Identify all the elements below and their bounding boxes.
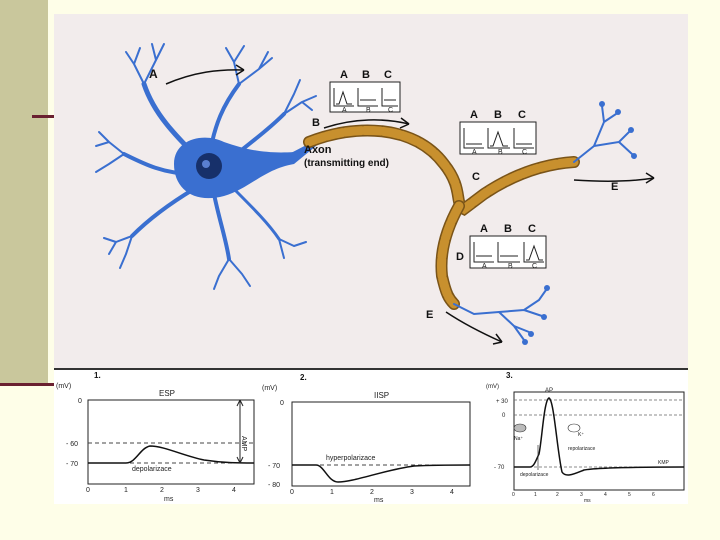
arrow-a bbox=[166, 70, 244, 84]
svg-text:- 60: - 60 bbox=[66, 441, 78, 448]
recording-inset-1: A B C A B C bbox=[330, 69, 400, 114]
label-b: B bbox=[312, 117, 320, 129]
axon bbox=[309, 130, 574, 304]
graph-3-unit: (mV) bbox=[486, 384, 499, 390]
graph-2-annotation: hyperpolarizace bbox=[326, 455, 376, 462]
svg-text:1: 1 bbox=[124, 487, 128, 494]
svg-text:C: C bbox=[528, 223, 536, 235]
k-channel bbox=[568, 424, 580, 432]
graph-1-number: 1. bbox=[94, 371, 101, 380]
svg-text:5: 5 bbox=[628, 492, 631, 498]
svg-text:- 70: - 70 bbox=[66, 461, 78, 468]
svg-text:0: 0 bbox=[290, 489, 294, 496]
svg-text:Na⁺: Na⁺ bbox=[514, 436, 523, 442]
graph-1-amp: AMP bbox=[240, 436, 247, 452]
graph-3-number: 3. bbox=[506, 371, 513, 380]
svg-text:A: A bbox=[480, 223, 488, 235]
accent-line-bottom bbox=[0, 383, 54, 386]
svg-text:A: A bbox=[342, 107, 347, 114]
label-e-bottom: E bbox=[426, 309, 433, 321]
svg-text:C: C bbox=[384, 69, 392, 81]
depol-label: depolarizace bbox=[520, 472, 549, 478]
graph-3-xlabel: ms bbox=[584, 498, 591, 504]
svg-text:K⁺: K⁺ bbox=[578, 432, 584, 438]
svg-text:0: 0 bbox=[502, 413, 506, 419]
svg-text:A: A bbox=[470, 109, 478, 121]
cell-body bbox=[174, 138, 294, 199]
axon-title: Axon bbox=[304, 144, 332, 156]
repol-label: repolarizace bbox=[568, 446, 595, 452]
graph-iisp: 2. (mV) IISP 0 - 70 - 80 hyperpolarizace… bbox=[262, 373, 470, 504]
label-d: D bbox=[456, 251, 464, 263]
label-a: A bbox=[149, 67, 158, 81]
svg-text:1: 1 bbox=[534, 492, 537, 498]
svg-text:C: C bbox=[518, 109, 526, 121]
iisp-curve bbox=[292, 465, 470, 482]
svg-text:0: 0 bbox=[78, 398, 82, 405]
svg-text:- 70: - 70 bbox=[494, 465, 505, 471]
accent-line-top bbox=[32, 115, 54, 118]
kmp-label: KMP bbox=[658, 460, 670, 466]
svg-text:2: 2 bbox=[160, 487, 164, 494]
na-channel bbox=[514, 424, 526, 432]
svg-text:+ 30: + 30 bbox=[496, 399, 509, 405]
svg-text:4: 4 bbox=[232, 487, 236, 494]
recording-inset-3: A B C A B C bbox=[470, 223, 546, 270]
svg-text:2: 2 bbox=[370, 489, 374, 496]
svg-text:0: 0 bbox=[280, 400, 284, 407]
svg-text:B: B bbox=[504, 223, 512, 235]
svg-text:B: B bbox=[362, 69, 370, 81]
graph-2-number: 2. bbox=[300, 373, 307, 382]
potential-graphs: 1. (mV) ESP 0 - 60 - 70 AMP depolarizace… bbox=[54, 368, 688, 504]
svg-text:C: C bbox=[388, 107, 393, 114]
graph-esp: 1. (mV) ESP 0 - 60 - 70 AMP depolarizace… bbox=[56, 371, 254, 503]
graphs-svg: 1. (mV) ESP 0 - 60 - 70 AMP depolarizace… bbox=[54, 370, 688, 504]
graph-1-unit: (mV) bbox=[56, 383, 71, 390]
graph-2-xlabel: ms bbox=[374, 497, 384, 504]
esp-curve bbox=[88, 446, 254, 463]
graph-action-potential: 3. (mV) + 30 0 - 70 AP Na⁺ K⁺ repolariza… bbox=[486, 371, 684, 504]
svg-text:C: C bbox=[522, 149, 527, 156]
svg-text:A: A bbox=[482, 263, 487, 270]
svg-text:- 80: - 80 bbox=[268, 482, 280, 489]
graph-1-title: ESP bbox=[159, 389, 175, 398]
label-c: C bbox=[472, 171, 480, 183]
svg-text:C: C bbox=[532, 263, 537, 270]
arrow-e-bottom bbox=[446, 312, 502, 342]
svg-text:3: 3 bbox=[580, 492, 583, 498]
graph-1-xlabel: ms bbox=[164, 496, 174, 503]
svg-text:B: B bbox=[366, 107, 371, 114]
neuron-svg: A B C D E E Axon (transmitting end) A B … bbox=[54, 14, 688, 368]
svg-text:B: B bbox=[494, 109, 502, 121]
svg-text:A: A bbox=[472, 149, 477, 156]
svg-text:4: 4 bbox=[604, 492, 607, 498]
recording-inset-2: A B C A B C bbox=[460, 109, 536, 156]
svg-text:A: A bbox=[340, 69, 348, 81]
graph-1-annotation: depolarizace bbox=[132, 466, 172, 473]
svg-text:3: 3 bbox=[410, 489, 414, 496]
svg-text:2: 2 bbox=[556, 492, 559, 498]
svg-text:3: 3 bbox=[196, 487, 200, 494]
svg-text:4: 4 bbox=[450, 489, 454, 496]
graph-2-title: IISP bbox=[374, 391, 389, 400]
ap-peak-label: AP bbox=[545, 388, 553, 394]
svg-text:- 70: - 70 bbox=[268, 463, 280, 470]
label-e-right: E bbox=[611, 181, 618, 193]
svg-text:0: 0 bbox=[512, 492, 515, 498]
svg-text:6: 6 bbox=[652, 492, 655, 498]
svg-text:B: B bbox=[498, 149, 503, 156]
svg-text:0: 0 bbox=[86, 487, 90, 494]
graph-2-unit: (mV) bbox=[262, 385, 277, 392]
neuron-diagram: A B C D E E Axon (transmitting end) A B … bbox=[54, 14, 688, 368]
axon-subtitle: (transmitting end) bbox=[304, 158, 389, 169]
svg-text:1: 1 bbox=[330, 489, 334, 496]
svg-text:B: B bbox=[508, 263, 513, 270]
slide-side-bar bbox=[0, 0, 48, 386]
